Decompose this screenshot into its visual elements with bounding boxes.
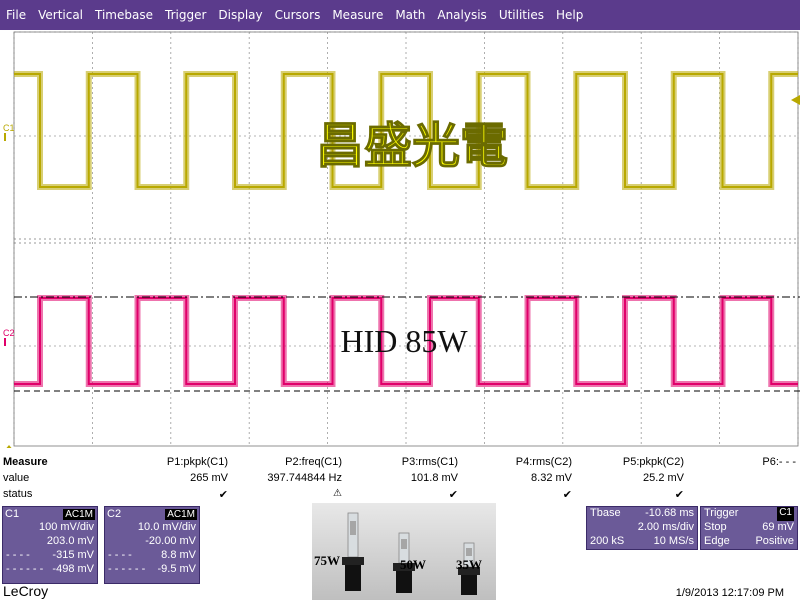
channel-1-coupling-badge: AC1M	[63, 508, 95, 520]
menu-vertical[interactable]: Vertical	[38, 8, 84, 22]
measure-panel: Measure value status P1:pkpk(C1) 265 mV …	[0, 454, 800, 504]
menu-bar: File Vertical Timebase Trigger Display Cursor…	[0, 0, 800, 30]
trigger-type: Edge	[704, 535, 730, 547]
timebase-descriptor[interactable]: Tbase -10.68 ms 2.00 ms/div 200 kS 10 MS…	[586, 506, 698, 550]
measure-param-status-icon: ✔	[562, 489, 572, 501]
channel-1-trace	[14, 71, 798, 190]
timebase-header: Tbase -10.68 ms	[587, 507, 697, 521]
menu-analysis[interactable]: Analysis	[437, 8, 487, 22]
timebase-title: Tbase	[590, 507, 621, 519]
channel-2-trace	[14, 295, 798, 387]
cursor-2-value: -9.5 mV	[157, 563, 196, 575]
timebase-sample-row: 200 kS 10 MS/s	[587, 535, 697, 549]
measure-param-name[interactable]: P5:pkpk(C2)	[622, 456, 684, 468]
menu-utilities[interactable]: Utilities	[498, 8, 544, 22]
measure-param-value: 25.2 mV	[643, 472, 684, 484]
channel-2-coupling-badge: AC1M	[165, 508, 197, 520]
channel-2-name: C2	[107, 508, 122, 520]
measure-param-status-icon: ✔	[674, 489, 684, 501]
trigger-mode: Stop	[704, 521, 727, 533]
measure-param-name[interactable]: P3:rms(C1)	[401, 456, 458, 468]
bulb-photo: 75W 50W 35W	[312, 503, 496, 600]
menu-help[interactable]: Help	[555, 8, 584, 22]
menu-timebase[interactable]: Timebase	[95, 8, 153, 22]
channel-1-cursor-2: - - - - - - -498 mV	[3, 563, 97, 577]
measure-param-status-icon: ✔	[448, 489, 458, 501]
trigger-title: Trigger	[704, 507, 739, 519]
channel-1-marker[interactable]: C1	[3, 123, 15, 133]
cursor-2-value: -498 mV	[52, 563, 94, 575]
measure-param-status-icon: ⚠	[333, 488, 342, 499]
channel-1-vdiv: 100 mV/div	[38, 521, 94, 533]
menu-math[interactable]: Math	[395, 8, 426, 22]
channel-1-marker-tick	[4, 133, 6, 141]
measure-param-value: 101.8 mV	[410, 472, 458, 484]
trigger-slope: Positive	[755, 535, 794, 547]
measure-param-name[interactable]: P2:freq(C1)	[285, 456, 342, 468]
timebase-tdiv: 2.00 ms/div	[637, 521, 694, 533]
overlay-title: HID 85W	[340, 323, 468, 359]
trigger-descriptor[interactable]: Trigger C1 Stop 69 mV Edge Positive	[700, 506, 798, 550]
channel-2-cursor-1: - - - - 8.8 mV	[105, 549, 199, 563]
measure-title: Measure	[3, 456, 48, 468]
bulb-50w-icon	[393, 532, 415, 593]
menu-measure[interactable]: Measure	[332, 8, 384, 22]
bulb-label-35w: 35W	[456, 557, 482, 572]
gridlines	[13, 31, 799, 447]
measure-param-name[interactable]: P1:pkpk(C1)	[166, 456, 228, 468]
channel-1-offset: 203.0 mV	[46, 535, 94, 547]
timestamp: 1/9/2013 12:17:09 PM	[675, 587, 784, 599]
measure-param-name[interactable]: P6:- - -	[762, 456, 796, 468]
timebase-tdiv-row: 2.00 ms/div	[587, 521, 697, 535]
menu-display[interactable]: Display	[218, 8, 263, 22]
measure-value-label: value	[3, 472, 30, 484]
cursor-2-label: - - - - - -	[108, 563, 146, 575]
timebase-samples: 200 kS	[590, 535, 625, 547]
trigger-level: 69 mV	[762, 521, 794, 533]
measure-param-value: 8.32 mV	[531, 472, 572, 484]
channel-1-header: C1 AC1M	[3, 507, 97, 521]
cursor-1-value: -315 mV	[52, 549, 94, 561]
trigger-header: Trigger C1	[701, 507, 797, 521]
bulb-photo-image	[312, 503, 496, 600]
bulb-label-50w: 50W	[400, 557, 426, 572]
cursor-1-label: - - - -	[6, 549, 30, 561]
measure-param-value: 265 mV	[190, 472, 228, 484]
channel-2-vdiv: 10.0 mV/div	[137, 521, 196, 533]
trigger-position-icon[interactable]	[4, 445, 14, 448]
channel-2-cursor-2: - - - - - - -9.5 mV	[105, 563, 199, 577]
trigger-mode-row: Stop 69 mV	[701, 521, 797, 535]
menu-trigger[interactable]: Trigger	[165, 8, 207, 22]
bulb-75w-icon	[342, 512, 364, 591]
trigger-level-icon[interactable]	[791, 95, 800, 105]
measure-param-name[interactable]: P4:rms(C2)	[515, 456, 572, 468]
cursor-2-label: - - - - - -	[6, 563, 44, 575]
waveform-grid[interactable]: C1 C2 昌盛光電 HID 85W	[0, 30, 800, 448]
waveform-display[interactable]: C1 C2 昌盛光電 HID 85W	[0, 30, 800, 448]
channel-2-marker[interactable]: C2	[3, 328, 15, 338]
measure-param-status-icon: ✔	[218, 489, 228, 501]
channel-2-header: C2 AC1M	[105, 507, 199, 521]
cursor-1-value: 8.8 mV	[161, 549, 196, 561]
watermark-text: 昌盛光電	[316, 118, 508, 174]
timebase-rate: 10 MS/s	[653, 535, 694, 547]
trigger-type-row: Edge Positive	[701, 535, 797, 549]
trigger-source-badge: C1	[777, 507, 794, 521]
measure-status-label: status	[3, 488, 33, 500]
channel-2-marker-tick	[4, 338, 6, 346]
channel-2-offset: -20.00 mV	[145, 535, 196, 547]
cursor-1-label: - - - -	[108, 549, 132, 561]
menu-file[interactable]: File	[6, 8, 27, 22]
channel-2-descriptor[interactable]: C2 AC1M 10.0 mV/div -20.00 mV - - - - 8.8…	[104, 506, 200, 584]
brand-logo: LeCroy	[3, 583, 49, 599]
channel-1-name: C1	[5, 508, 20, 520]
channel-1-cursor-1: - - - - -315 mV	[3, 549, 97, 563]
menu-cursors[interactable]: Cursors	[274, 8, 321, 22]
channel-1-descriptor[interactable]: C1 AC1M 100 mV/div 203.0 mV - - - - -315 …	[2, 506, 98, 584]
bulb-label-75w: 75W	[314, 553, 340, 568]
bulb-35w-icon	[458, 542, 480, 595]
timebase-delay: -10.68 ms	[645, 507, 694, 519]
measure-param-value: 397.744844 Hz	[267, 472, 342, 484]
